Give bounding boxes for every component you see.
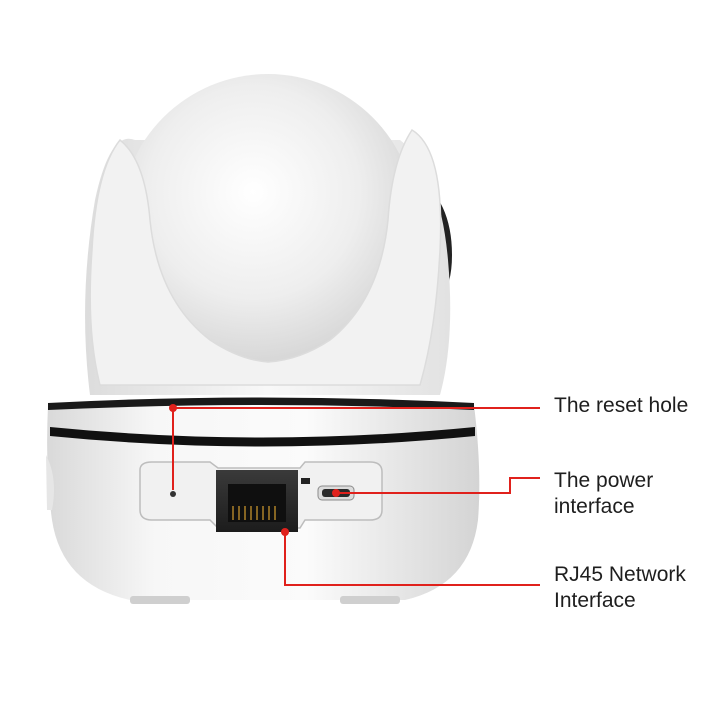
callout-dots [169, 404, 340, 536]
camera-ball [120, 74, 416, 370]
callout-rj45-line-2: Interface [554, 589, 636, 612]
rj45-port-icon[interactable] [216, 470, 298, 532]
callout-line-power [336, 477, 540, 494]
callout-rj45-label: RJ45 Network Interface [554, 562, 686, 614]
callout-power-line-1: The power [554, 469, 654, 492]
callout-reset-label: The reset hole [554, 393, 688, 419]
camera-band [48, 397, 475, 447]
led-indicator [301, 478, 310, 484]
callout-dot-power [332, 489, 340, 497]
callout-power-label: The power interface [554, 468, 653, 520]
callout-power-line-2: interface [554, 495, 635, 518]
callout-line-rj45 [284, 532, 540, 586]
callout-reset-line-1: The reset hole [554, 394, 689, 417]
callout-rj45-line-1: RJ45 Network [554, 563, 686, 586]
callout-dot-reset [169, 404, 177, 412]
reset-hole-icon[interactable] [170, 491, 176, 497]
camera-yoke [89, 128, 442, 386]
callout-dot-rj45 [281, 528, 289, 536]
